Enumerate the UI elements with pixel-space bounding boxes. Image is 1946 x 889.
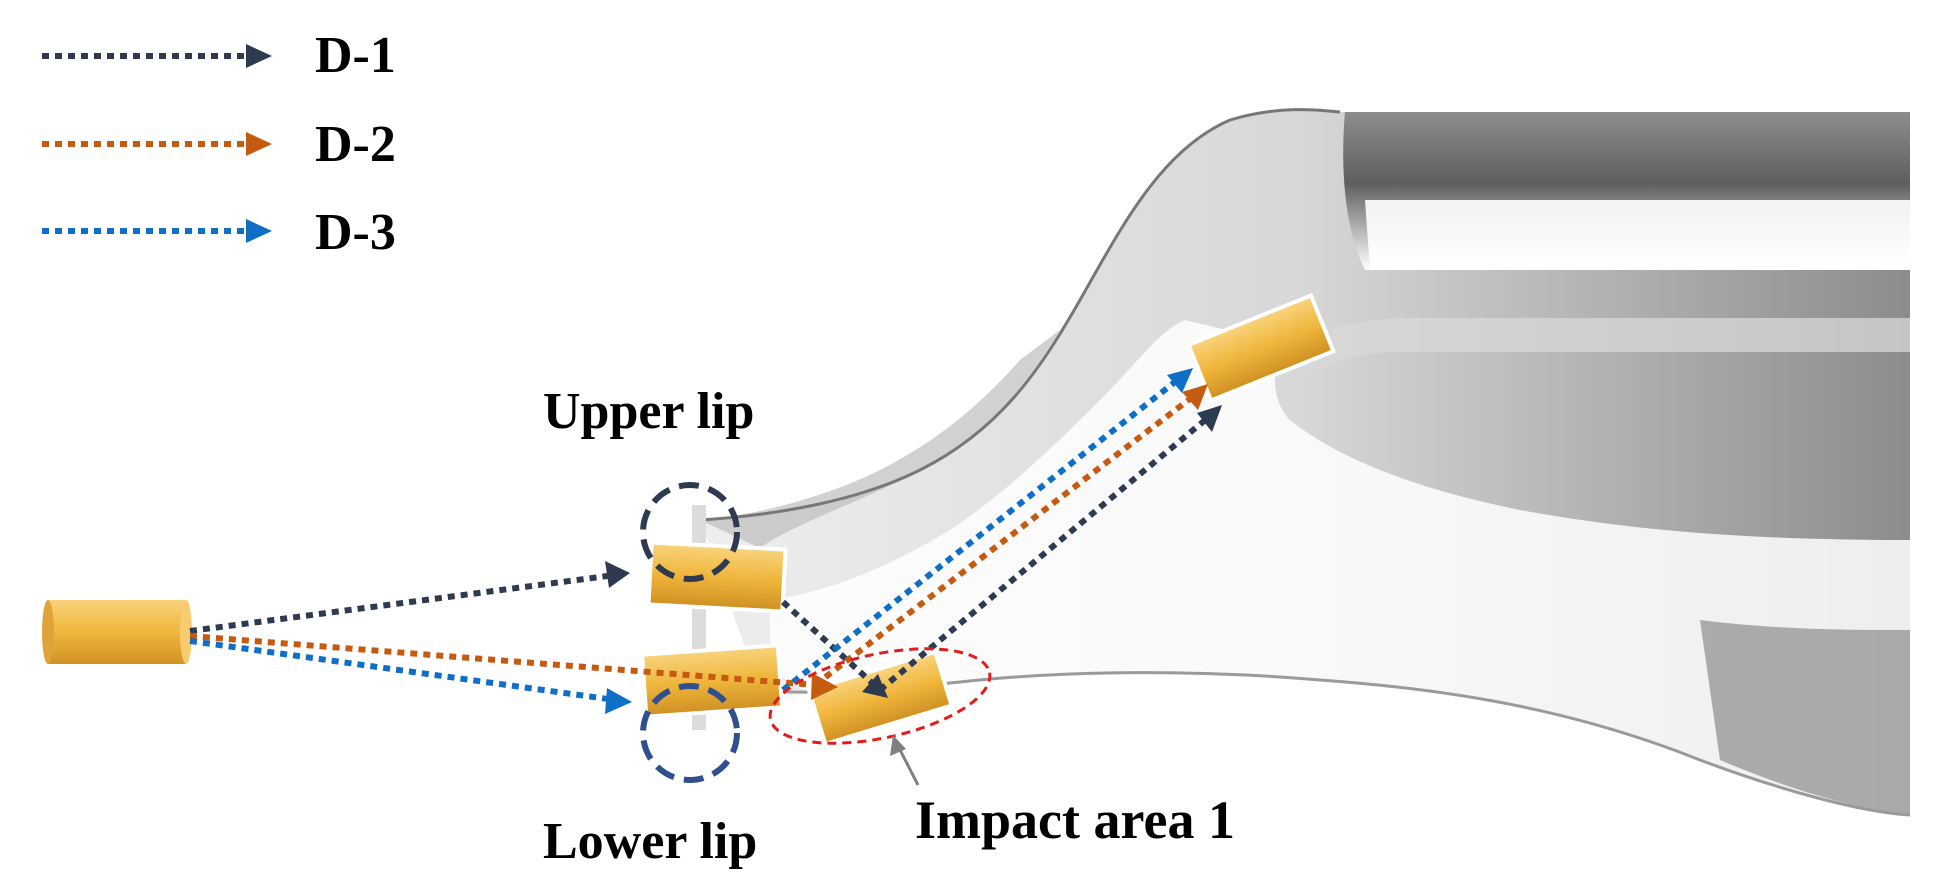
arrowhead-d1-impact xyxy=(862,674,888,698)
upper-lip-cylinder xyxy=(646,540,788,614)
trajectory-d2 xyxy=(189,392,1197,688)
lower-pipe-shade xyxy=(1700,620,1910,815)
impact-area-marker xyxy=(768,647,992,745)
arrowhead-d3-end xyxy=(1167,368,1193,393)
upper-pipe-highlight xyxy=(1365,200,1910,270)
legend-item-d2: D-2 xyxy=(42,116,396,173)
arrowhead-d3-lower-lip xyxy=(605,688,632,714)
upper-channel-cylinder xyxy=(1185,292,1337,404)
arrowhead-d1-upper-lip xyxy=(605,561,630,588)
legend-label-d3: D-3 xyxy=(315,204,396,261)
legend-label-d1: D-1 xyxy=(315,27,396,84)
trajectory-d3 xyxy=(189,375,1182,703)
impact-area-label: Impact area 1 xyxy=(915,790,1235,850)
arrowheads xyxy=(605,368,1222,714)
legend: D-1 D-2 D-3 xyxy=(42,27,396,261)
duct-inner-surface xyxy=(770,320,1910,815)
trajectory-d1 xyxy=(189,413,1212,693)
impact-cylinder xyxy=(806,649,955,747)
legend-item-d1: D-1 xyxy=(42,27,396,84)
arrowhead-d2-end xyxy=(1182,384,1208,410)
upper-lip-label: Upper lip xyxy=(543,383,754,440)
upper-lip-marker xyxy=(640,482,740,582)
lower-lip-marker xyxy=(640,683,740,783)
duct-geometry xyxy=(692,108,1911,817)
lower-lip-cylinder xyxy=(639,643,785,719)
arrowhead-d1-end xyxy=(1197,405,1222,432)
lower-lip-label: Lower lip xyxy=(543,813,757,870)
particles xyxy=(42,292,1337,747)
source-cylinder xyxy=(42,600,192,664)
duct-upper-edge xyxy=(699,108,1341,522)
impact-pointer-head xyxy=(890,735,906,756)
trajectories xyxy=(189,375,1212,703)
splitter xyxy=(1290,318,1910,380)
arrowhead-d2-impact xyxy=(811,673,838,700)
legend-item-d3: D-3 xyxy=(42,204,396,261)
legend-label-d2: D-2 xyxy=(315,116,396,173)
